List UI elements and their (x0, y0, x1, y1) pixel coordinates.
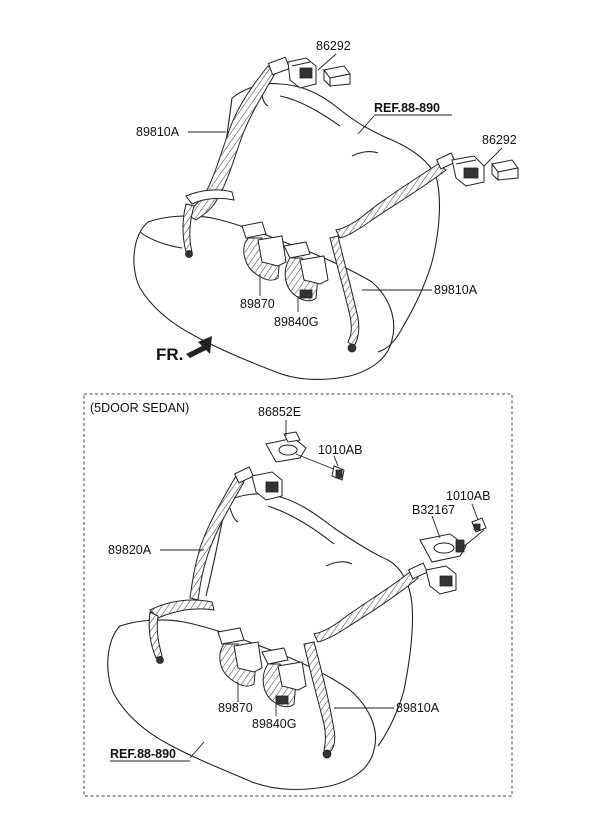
label-b32167: B32167 (412, 503, 455, 517)
label-86292: 86292 (482, 133, 517, 147)
variant-frame (83, 393, 513, 797)
label-89810a: 89810A (396, 701, 440, 715)
label-86292: 86292 (316, 39, 351, 53)
front-marker: FR. (156, 345, 183, 364)
top-belt-left-anchor (185, 250, 193, 258)
bottom-bolt-lower (461, 517, 487, 549)
label-86852e: 86852E (258, 405, 301, 419)
top-buckle-89840g (283, 241, 329, 302)
top-guide-left (323, 65, 351, 88)
top-assembly: 86292 86292 REF.88-890 89810A 89810A 898… (133, 39, 519, 380)
label-89840g: 89840G (252, 717, 296, 731)
label-89870: 89870 (240, 297, 275, 311)
front-arrow-icon (186, 336, 212, 358)
top-retractor-left (267, 56, 317, 89)
bottom-buckle-89870 (217, 627, 263, 687)
label-89810a: 89810A (136, 125, 180, 139)
label-89810a: 89810A (434, 283, 478, 297)
bottom-retractor-left (233, 466, 283, 501)
top-guide-right (491, 159, 519, 182)
bottom-cover-86852e (265, 431, 307, 463)
top-seat-back (231, 83, 441, 353)
bottom-belt-right-anchor (322, 749, 332, 759)
variant-label: (5DOOR SEDAN) (90, 401, 189, 415)
top-belt-right-anchor (347, 343, 357, 353)
label-89820a: 89820A (108, 543, 152, 557)
bottom-buckle-89840g (261, 647, 307, 708)
bottom-bolt-upper (295, 453, 345, 481)
bottom-bracket-b32167 (419, 533, 467, 563)
label-89870: 89870 (218, 701, 253, 715)
top-buckle-89870 (241, 221, 287, 281)
bottom-assembly: (5DOOR SEDAN) (90, 401, 490, 790)
bottom-belt-left-anchor (156, 656, 164, 664)
ref-label: REF.88-890 (110, 747, 176, 761)
label-1010ab: 1010AB (446, 489, 490, 503)
label-89840g: 89840G (274, 315, 318, 329)
ref-label: REF.88-890 (374, 101, 440, 115)
label-1010ab: 1010AB (318, 443, 362, 457)
top-retractor-right (435, 152, 485, 187)
bottom-retractor-right (407, 562, 457, 595)
